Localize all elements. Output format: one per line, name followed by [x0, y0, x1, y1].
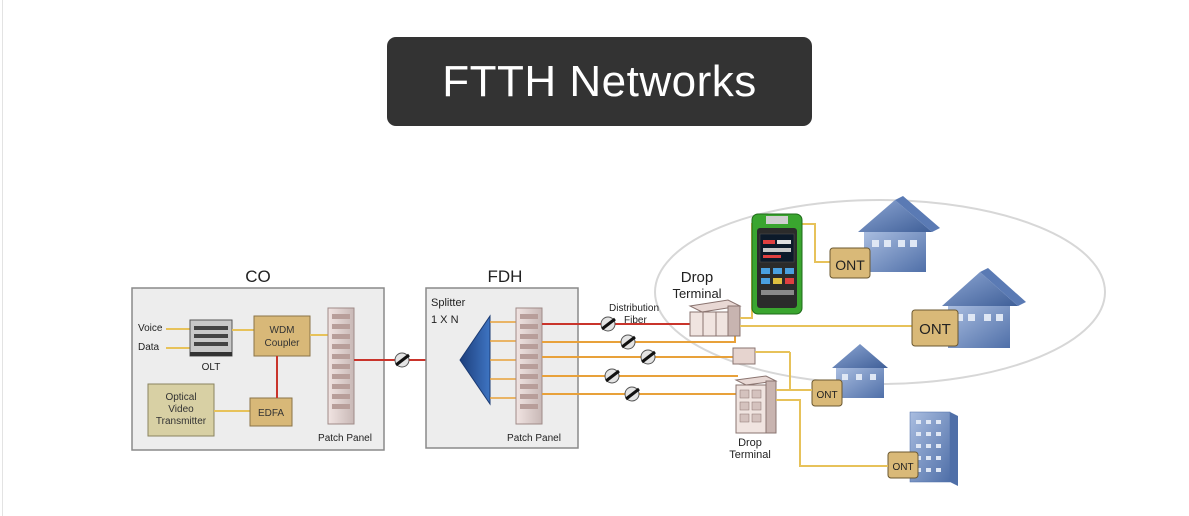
drop-terminal-bottom-label-line1: Drop: [738, 437, 762, 449]
splitter-label-line1: Splitter: [431, 297, 466, 309]
olt-label: OLT: [202, 362, 221, 373]
ont-label: ONT: [816, 390, 837, 401]
house-icon: [832, 344, 888, 398]
olt-device: [189, 319, 233, 357]
fdh-box: FDH Splitter 1 X N Patch Panel: [425, 267, 579, 449]
feeder-connector-icon: [394, 352, 410, 368]
ont-device: ONT: [911, 309, 959, 347]
distribution-connector-icon: [600, 316, 656, 402]
distribution-fiber-label-line1: Distribution: [609, 303, 659, 314]
left-edge-rule: [2, 0, 3, 516]
co-box: CO Voice Data OLT WDM Coupler Optical Vi…: [131, 267, 385, 451]
splitter-label-line2: 1 X N: [431, 314, 459, 326]
wdm-coupler: [253, 315, 311, 357]
drop-terminal-top-label-line1: Drop: [681, 269, 714, 286]
optical-label-line2: Video: [168, 404, 194, 415]
wdm-label-line1: WDM: [270, 325, 295, 336]
edfa-amplifier: [249, 397, 293, 427]
co-patch-panel-label: Patch Panel: [318, 433, 372, 444]
optical-video-transmitter: [147, 383, 215, 437]
drop-terminal-bottom-label-line2: Terminal: [729, 449, 771, 461]
voice-label: Voice: [138, 323, 163, 334]
drop-terminal-bottom: [734, 375, 778, 434]
ont-label: ONT: [919, 321, 951, 338]
title-banner: FTTH Networks: [387, 37, 812, 126]
drop-fibers-bottom: [776, 352, 888, 467]
ont-device: ONT: [811, 379, 843, 407]
fdh-patch-panel-label: Patch Panel: [507, 433, 561, 444]
fdh-label: FDH: [488, 267, 523, 286]
house-icon: [858, 196, 940, 272]
drop-terminal-top: [688, 299, 756, 365]
optical-label-line1: Optical: [165, 392, 196, 403]
ont-label: ONT: [892, 462, 913, 473]
distribution-fiber-label-line2: Fiber: [624, 315, 647, 326]
co-label: CO: [245, 267, 271, 286]
building-icon: [909, 411, 958, 486]
optical-label-line3: Transmitter: [156, 416, 207, 427]
optical-power-meter-device: [751, 213, 803, 315]
ont-device: ONT: [887, 451, 919, 479]
data-label: Data: [138, 342, 160, 353]
edfa-label: EDFA: [258, 408, 284, 419]
ont-device: ONT: [829, 247, 871, 279]
ont-label: ONT: [835, 257, 865, 273]
drop-terminal-top-label-line2: Terminal: [672, 286, 721, 301]
wdm-label-line2: Coupler: [264, 338, 300, 349]
page-title: FTTH Networks: [442, 56, 757, 106]
